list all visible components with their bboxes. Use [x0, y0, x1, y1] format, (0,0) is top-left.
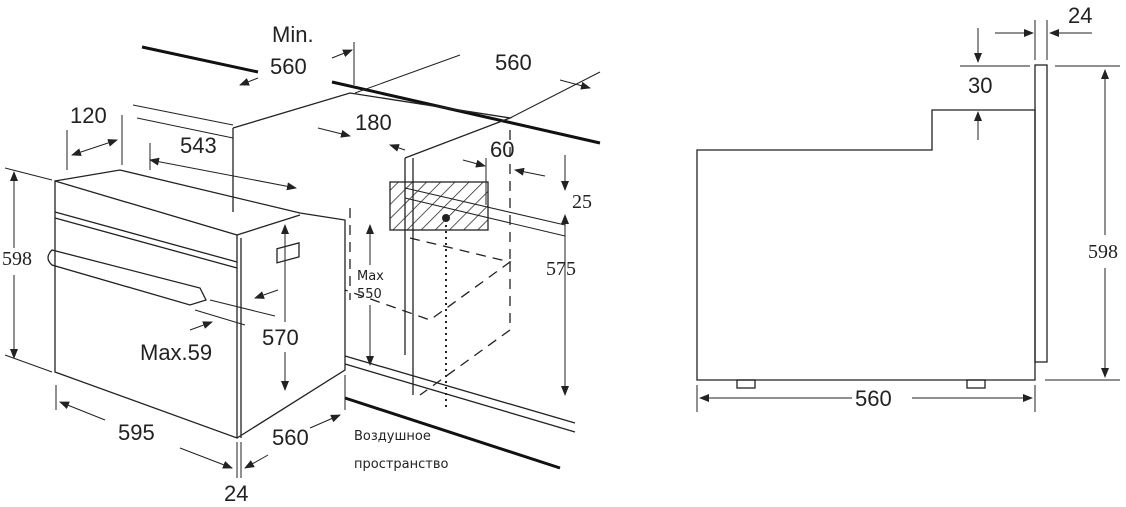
dim-180: 180	[355, 110, 392, 135]
dim-120: 120	[70, 103, 107, 128]
dim-60: 60	[490, 137, 514, 162]
dim-24: 24	[224, 481, 248, 506]
dim-575: 575	[546, 258, 576, 280]
oven-side-profile	[696, 109, 1036, 381]
max-550-label-1: Max	[357, 269, 384, 284]
side-view: 24 30 598 560	[696, 3, 1120, 412]
ventilation-opening	[389, 181, 489, 231]
countertop-left	[141, 45, 259, 74]
air-space-label-2: пространство	[354, 457, 449, 472]
side-dim-598: 598	[1088, 241, 1118, 263]
side-dim-560: 560	[855, 386, 892, 411]
min-label: Min.	[272, 22, 314, 47]
oven-foot	[736, 379, 756, 389]
oven-handle	[47, 249, 207, 306]
dim-598: 598	[2, 248, 32, 270]
side-dim-24: 24	[1068, 3, 1092, 28]
countertop-right	[331, 80, 601, 145]
oven-foot	[966, 379, 986, 389]
dim-560-top: 560	[270, 54, 307, 79]
dim-570: 570	[262, 325, 299, 350]
isometric-view: Min. 560 560 120 543 180 60 25 575 598 M…	[2, 22, 601, 506]
niche-top	[232, 92, 513, 159]
dim-560-bottom: 560	[272, 425, 309, 450]
dim-595: 595	[118, 420, 155, 445]
dim-543: 543	[180, 133, 217, 158]
air-space-label-1: Воздушное	[354, 429, 431, 444]
dim-25: 25	[572, 191, 592, 213]
side-dim-30: 30	[968, 73, 992, 98]
max-550-label-2: 550	[357, 287, 382, 302]
dim-560-right: 560	[495, 50, 532, 75]
oven-door-panel	[1034, 64, 1048, 363]
max-59: Max.59	[140, 340, 212, 365]
oven-body	[54, 169, 346, 439]
